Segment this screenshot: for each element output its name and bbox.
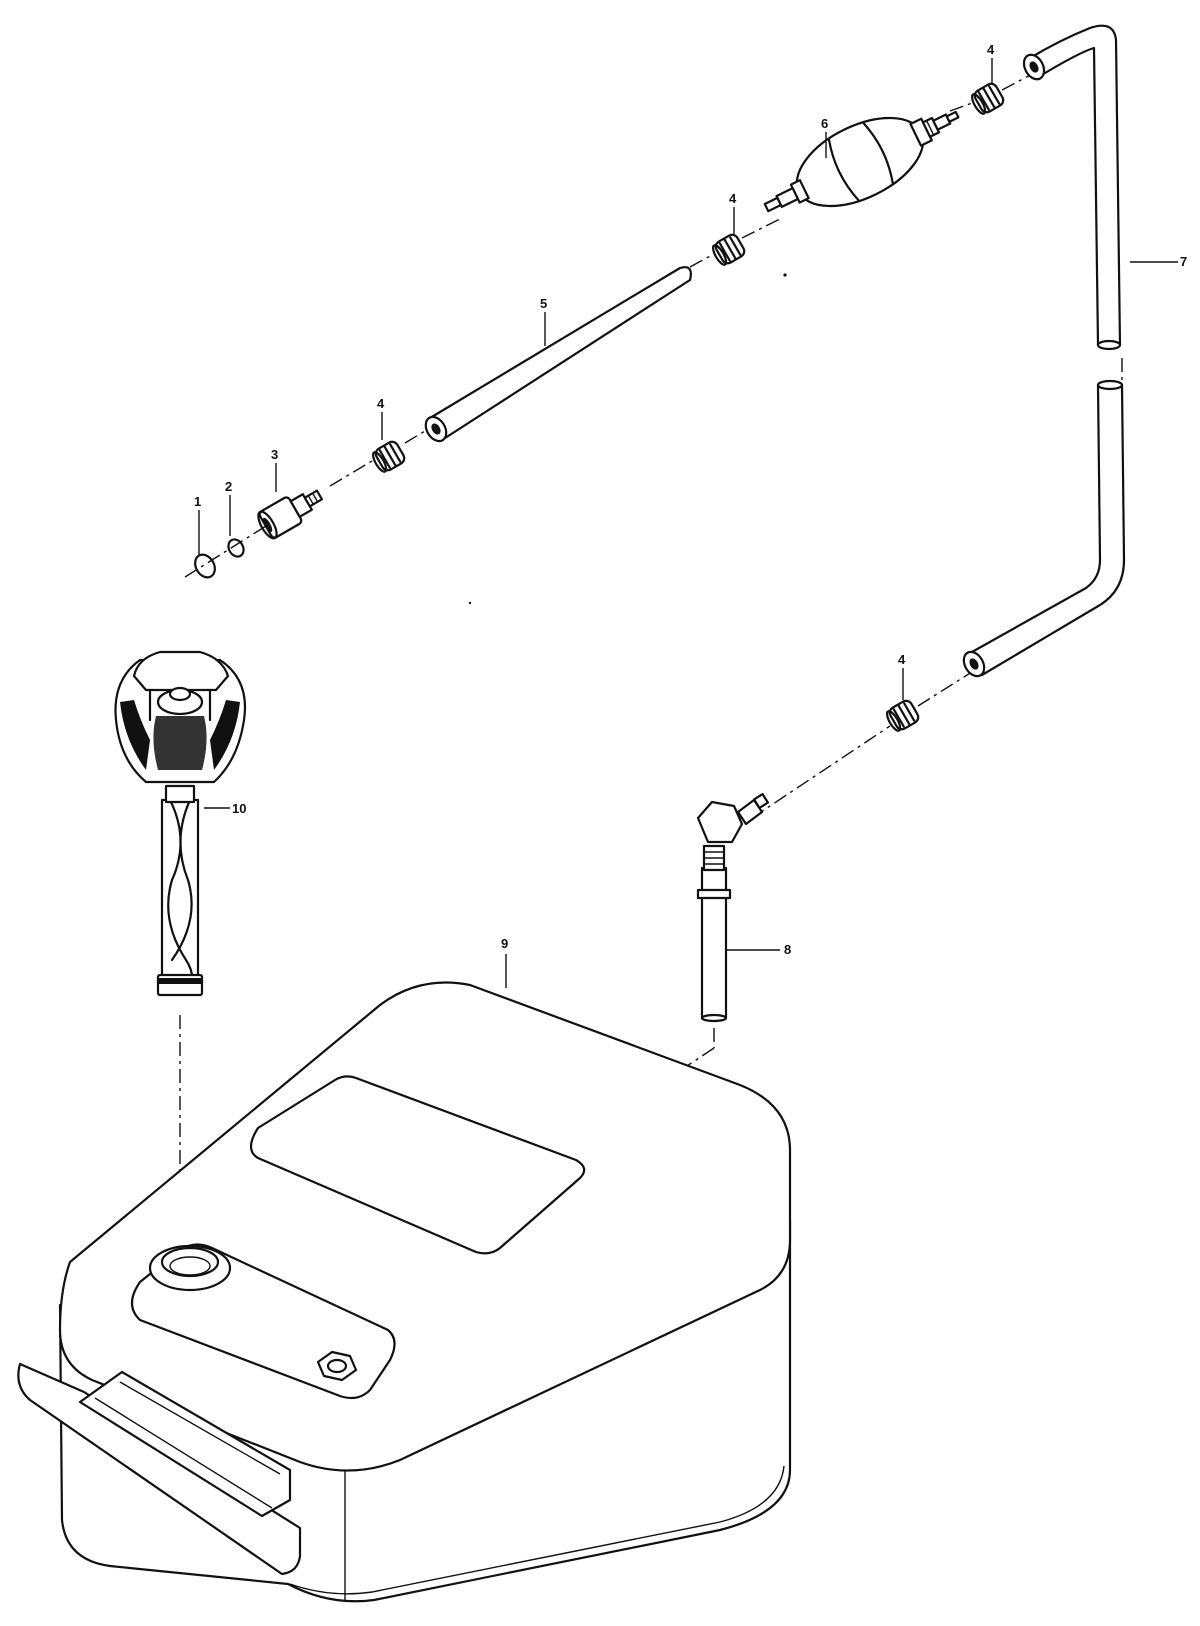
scan-speck [783,273,787,277]
callout-10: 10 [232,801,246,816]
callout-7: 7 [1180,254,1187,269]
callout-labels: 1 2 3 4 4 4 4 5 6 7 8 9 10 [194,42,1187,957]
callout-6: 6 [821,116,828,131]
callout-4-c: 4 [987,42,995,57]
leader-lines [198,58,1178,988]
scan-speck [468,601,472,605]
callout-5: 5 [540,296,547,311]
part-4-hose-clamp-b [712,233,746,266]
callout-8: 8 [784,942,791,957]
part-9-fuel-tank [17,981,792,1603]
callout-3: 3 [271,447,278,462]
part-1-o-ring [194,553,216,579]
part-4-hose-clamp-a [372,440,406,473]
callout-4-b: 4 [729,191,737,206]
part-5-fuel-hose [424,266,692,443]
part-7-bent-hose [962,24,1126,678]
part-2-small-o-ring [227,538,245,558]
callout-1: 1 [194,494,201,509]
callout-9: 9 [501,936,508,951]
callout-4-d: 4 [898,652,906,667]
part-3-fuel-connector [257,489,324,540]
part-6-primer-bulb [763,110,960,213]
part-4-hose-clamp-d [886,699,920,732]
part-8-pickup-tube [696,793,769,1023]
part-10-fuel-gauge [114,650,246,997]
part-4-hose-clamp-c [971,82,1005,115]
callout-2: 2 [225,479,232,494]
callout-4-a: 4 [377,396,385,411]
